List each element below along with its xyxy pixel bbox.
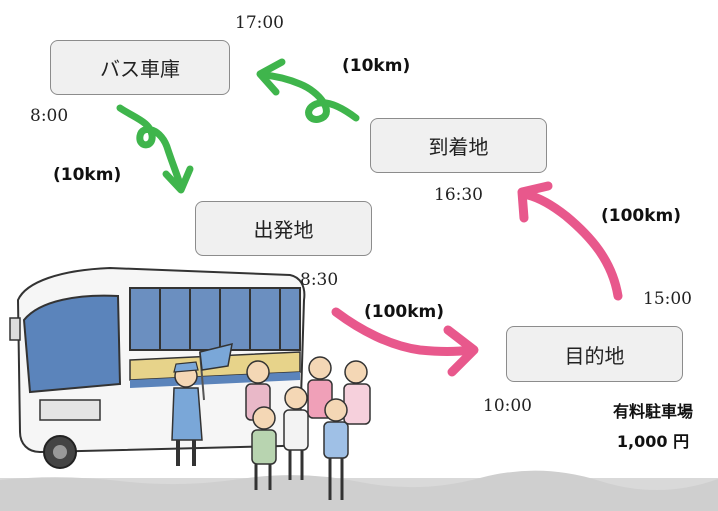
destination-box: 目的地 (506, 326, 683, 382)
time-departure: 8:30 (300, 270, 339, 290)
distance-departure-to-destination: (100km) (364, 302, 445, 322)
time-garage-out: 8:00 (30, 106, 69, 126)
distance-arrival-to-garage: (10km) (342, 56, 411, 76)
time-arrival: 16:30 (434, 185, 483, 205)
distance-destination-to-arrival: (100km) (601, 206, 682, 226)
departure-box: 出発地 (195, 201, 372, 256)
arrow-destination-to-arrival (517, 181, 623, 301)
bus-windows (129, 287, 301, 351)
arrow-garage-to-departure (116, 104, 194, 194)
parking-fee: 有料駐車場 1,000 円 (598, 398, 708, 452)
arrival-box: 到着地 (370, 118, 547, 173)
children-group-illustration (245, 356, 371, 500)
ground-texture (0, 470, 718, 511)
bus-illustration (9, 266, 306, 469)
garage-box: バス車庫 (50, 40, 230, 95)
arrow-departure-to-destination (331, 307, 479, 377)
parking-fee-price: 1,000 円 (616, 432, 690, 451)
time-garage-in: 17:00 (235, 13, 284, 33)
tour-guide-illustration (171, 342, 233, 466)
time-destination-leave: 15:00 (643, 289, 692, 309)
time-destination-arrive: 10:00 (483, 396, 532, 416)
distance-garage-to-departure: (10km) (53, 165, 122, 185)
arrow-arrival-to-garage (256, 58, 360, 123)
parking-fee-label: 有料駐車場 (612, 402, 693, 421)
